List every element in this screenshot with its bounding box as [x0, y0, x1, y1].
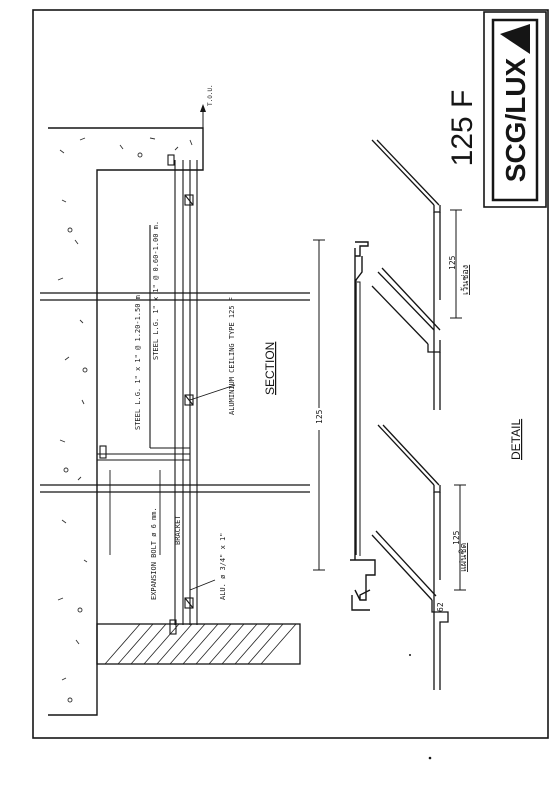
- open-joint-label: เว้นช่อง: [460, 265, 471, 295]
- title-block-frame: [483, 11, 547, 208]
- level-arrow-icon: [200, 104, 206, 112]
- callout-steel-big: STEEL L.G. 1" x 1" @ 1.20-1.50 m.: [134, 291, 142, 430]
- brand-logo-text: SCG/LUX: [500, 57, 531, 182]
- concrete-hatch: [57, 137, 193, 703]
- detail-heading: DETAIL: [509, 419, 523, 460]
- panel-profile: [350, 241, 376, 611]
- open-joint-detail: 125 เว้นช่อง: [371, 139, 471, 410]
- hanger-bracket: [97, 154, 194, 635]
- ceiling-lines: [174, 160, 198, 625]
- concrete-wall: [48, 127, 204, 716]
- speck: [409, 654, 411, 656]
- closed-joint-detail: 125 62 แผ่นชิด DETAIL: [371, 419, 523, 690]
- closed-joint-subdimension: 62: [436, 602, 445, 612]
- callout-steel-small: STEEL L.G. 1" x 1" @ 0.60-1.00 m.: [152, 221, 160, 360]
- brand-logo-triangle-icon: [500, 24, 530, 54]
- callout-alu-profile: ALU. ø 3/4" x 1": [219, 533, 227, 600]
- model-number: 125 F: [446, 90, 479, 167]
- section-heading: SECTION: [263, 342, 277, 395]
- level-mark: T.O.U.: [200, 84, 214, 130]
- title-block: SCG/LUX 125 F: [446, 11, 547, 208]
- callout-leaders: [109, 225, 236, 591]
- section-view: T.O.U. STEEL L.G. 1" x 1" @ 1.20-1.50 m.…: [40, 84, 310, 716]
- speck: [428, 756, 432, 760]
- closed-joint-label: แผ่นชิด: [458, 543, 469, 572]
- brick-wall: [96, 623, 301, 665]
- callout-bracket: BRACKET: [174, 515, 182, 545]
- brick-hatch: [104, 623, 297, 665]
- callout-expansion-bolt: EXPANSION BOLT ø 6 mm.: [150, 507, 158, 600]
- dimension-long-label: 125: [315, 409, 324, 424]
- callout-aluminium-ceiling: ALUMINIUM CEILING TYPE 125 F: [228, 297, 236, 415]
- open-joint-dimension: 125: [448, 255, 457, 270]
- drawing-border: [32, 9, 549, 739]
- brand-logo: [491, 18, 539, 202]
- detail-view: 125: [312, 239, 376, 611]
- level-label: T.O.U.: [207, 84, 214, 106]
- closed-joint-dimension: 125: [452, 530, 461, 545]
